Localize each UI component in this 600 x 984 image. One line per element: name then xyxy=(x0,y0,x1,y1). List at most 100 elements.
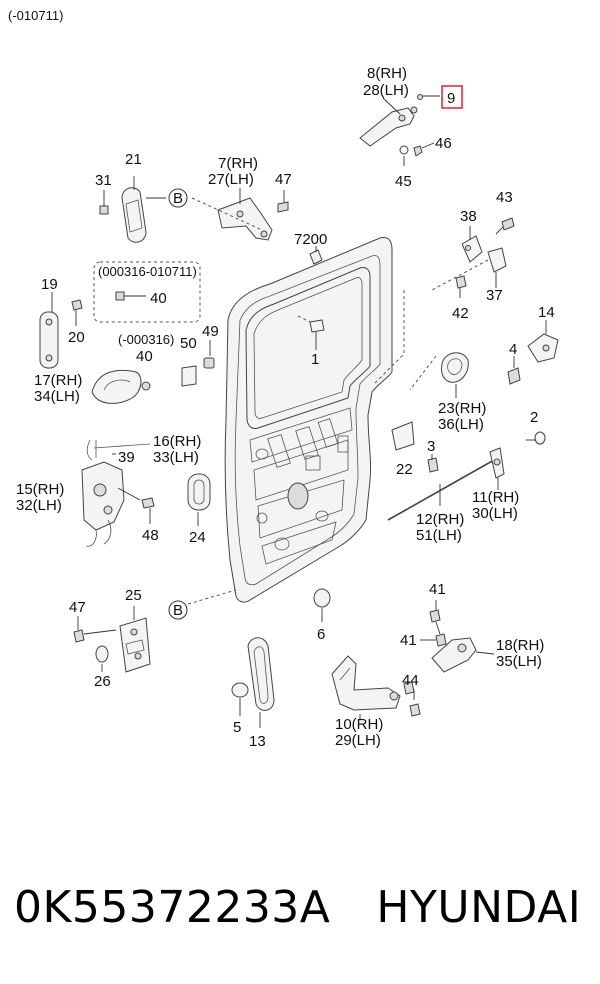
leader-dashed-3 xyxy=(431,259,489,291)
label-34-lh: 34(LH) xyxy=(34,388,80,405)
label-38: 38 xyxy=(460,208,477,225)
part-2-clip xyxy=(526,431,546,445)
label-7200: 7200 xyxy=(294,231,327,248)
part-16-cable xyxy=(86,439,151,461)
part-7-hinge xyxy=(217,188,289,241)
part-22-pad xyxy=(391,421,415,451)
label-21: 21 xyxy=(125,151,142,168)
label-44: 44 xyxy=(402,672,419,689)
label-7-rh: 7(RH) xyxy=(218,155,258,172)
label-47-top: 47 xyxy=(275,171,292,188)
label-27-lh: 27(LH) xyxy=(208,171,254,188)
label-32-lh: 32(LH) xyxy=(16,497,62,514)
label-8-rh: 8(RH) xyxy=(367,65,407,82)
label-11-rh: 11(RH) xyxy=(472,489,519,506)
label-9: 9 xyxy=(447,90,455,107)
part-12-rod xyxy=(387,459,495,521)
part-number: 0K55372233A xyxy=(14,882,331,933)
label-20: 20 xyxy=(68,329,85,346)
label-40-upper: 40 xyxy=(150,290,167,307)
part-18-lower-roller xyxy=(420,600,495,673)
part-38-striker xyxy=(455,217,515,298)
part-6-plug xyxy=(313,588,331,622)
label-41-lower: 41 xyxy=(400,632,417,649)
upper-hinge xyxy=(359,94,440,166)
part-24-grommet xyxy=(187,473,211,526)
part-47-screw xyxy=(73,616,117,643)
part-labels: 8(RH) 28(LH) 9 46 45 21 31 B 7(RH) 27(LH… xyxy=(16,65,555,750)
label-29-lh: 29(LH) xyxy=(335,732,381,749)
label-41-upper: 41 xyxy=(429,581,446,598)
label-30-lh: 30(LH) xyxy=(472,505,518,522)
callout-b1: B xyxy=(173,190,183,207)
label-39: 39 xyxy=(118,449,135,466)
label-35-lh: 35(LH) xyxy=(496,653,542,670)
part-7200-clip xyxy=(309,246,323,265)
label-22: 22 xyxy=(396,461,413,478)
label-43: 43 xyxy=(496,189,513,206)
part-50-pad xyxy=(181,365,197,387)
label-28-lh: 28(LH) xyxy=(363,82,409,99)
part-1-pin xyxy=(309,319,325,350)
label-16-rh: 16(RH) xyxy=(153,433,201,450)
part-13-trim xyxy=(247,637,275,728)
label-2: 2 xyxy=(530,409,538,426)
label-14: 14 xyxy=(538,304,555,321)
header-date-note: (-010711) xyxy=(8,8,63,23)
label-49: 49 xyxy=(202,323,219,340)
label-51-lh: 51(LH) xyxy=(416,527,462,544)
label-5: 5 xyxy=(233,719,241,736)
part-26-bushing xyxy=(95,645,109,672)
label-12-rh: 12(RH) xyxy=(416,511,464,528)
part-15-door-lock xyxy=(81,461,141,547)
label-33-lh: 33(LH) xyxy=(153,449,199,466)
part-25-striker-plate xyxy=(119,606,151,673)
part-10-center-hinge xyxy=(331,655,421,720)
label-date-range-2: (-000316) xyxy=(118,332,174,347)
highlight-box-9 xyxy=(441,85,463,109)
part-11-bellcrank xyxy=(489,447,505,490)
callout-b2-circle xyxy=(168,600,188,620)
label-23-rh: 23(RH) xyxy=(438,400,486,417)
label-3: 3 xyxy=(427,438,435,455)
label-50: 50 xyxy=(180,335,197,352)
label-4: 4 xyxy=(509,341,517,358)
label-40-lower: 40 xyxy=(136,348,153,365)
label-13: 13 xyxy=(249,733,266,750)
label-10-rh: 10(RH) xyxy=(335,716,383,733)
part-48-screw xyxy=(141,497,155,524)
label-45: 45 xyxy=(395,173,412,190)
part-19-strap xyxy=(39,292,83,369)
label-42: 42 xyxy=(452,305,469,322)
label-date-range-1: (000316-010711) xyxy=(98,264,197,279)
label-19: 19 xyxy=(41,276,58,293)
label-31: 31 xyxy=(95,172,112,189)
label-1: 1 xyxy=(311,351,319,368)
leader-dashed-b1 xyxy=(191,197,263,231)
callout-b2: B xyxy=(173,602,183,619)
part-21-handle-bezel xyxy=(99,176,188,243)
label-26: 26 xyxy=(94,673,111,690)
part-17-inner-handle xyxy=(91,369,151,404)
label-18-rh: 18(RH) xyxy=(496,637,544,654)
label-36-lh: 36(LH) xyxy=(438,416,484,433)
part-23-seal xyxy=(441,352,469,398)
label-6: 6 xyxy=(317,626,325,643)
label-25: 25 xyxy=(125,587,142,604)
part-5-cap xyxy=(231,682,249,716)
leader-dashed-1 xyxy=(373,290,405,385)
date-range-box xyxy=(93,261,201,323)
part-3-clip xyxy=(427,454,439,473)
label-17-rh: 17(RH) xyxy=(34,372,82,389)
label-48: 48 xyxy=(142,527,159,544)
label-46: 46 xyxy=(435,135,452,152)
part-49-bumper xyxy=(203,340,215,369)
part-40-screw xyxy=(115,291,146,301)
leader-dashed-b2 xyxy=(187,589,237,605)
label-47-bottom: 47 xyxy=(69,599,86,616)
label-15-rh: 15(RH) xyxy=(16,481,64,498)
part-14-bracket xyxy=(507,320,559,385)
label-24: 24 xyxy=(189,529,206,546)
brand-name: HYUNDAI xyxy=(376,882,582,933)
